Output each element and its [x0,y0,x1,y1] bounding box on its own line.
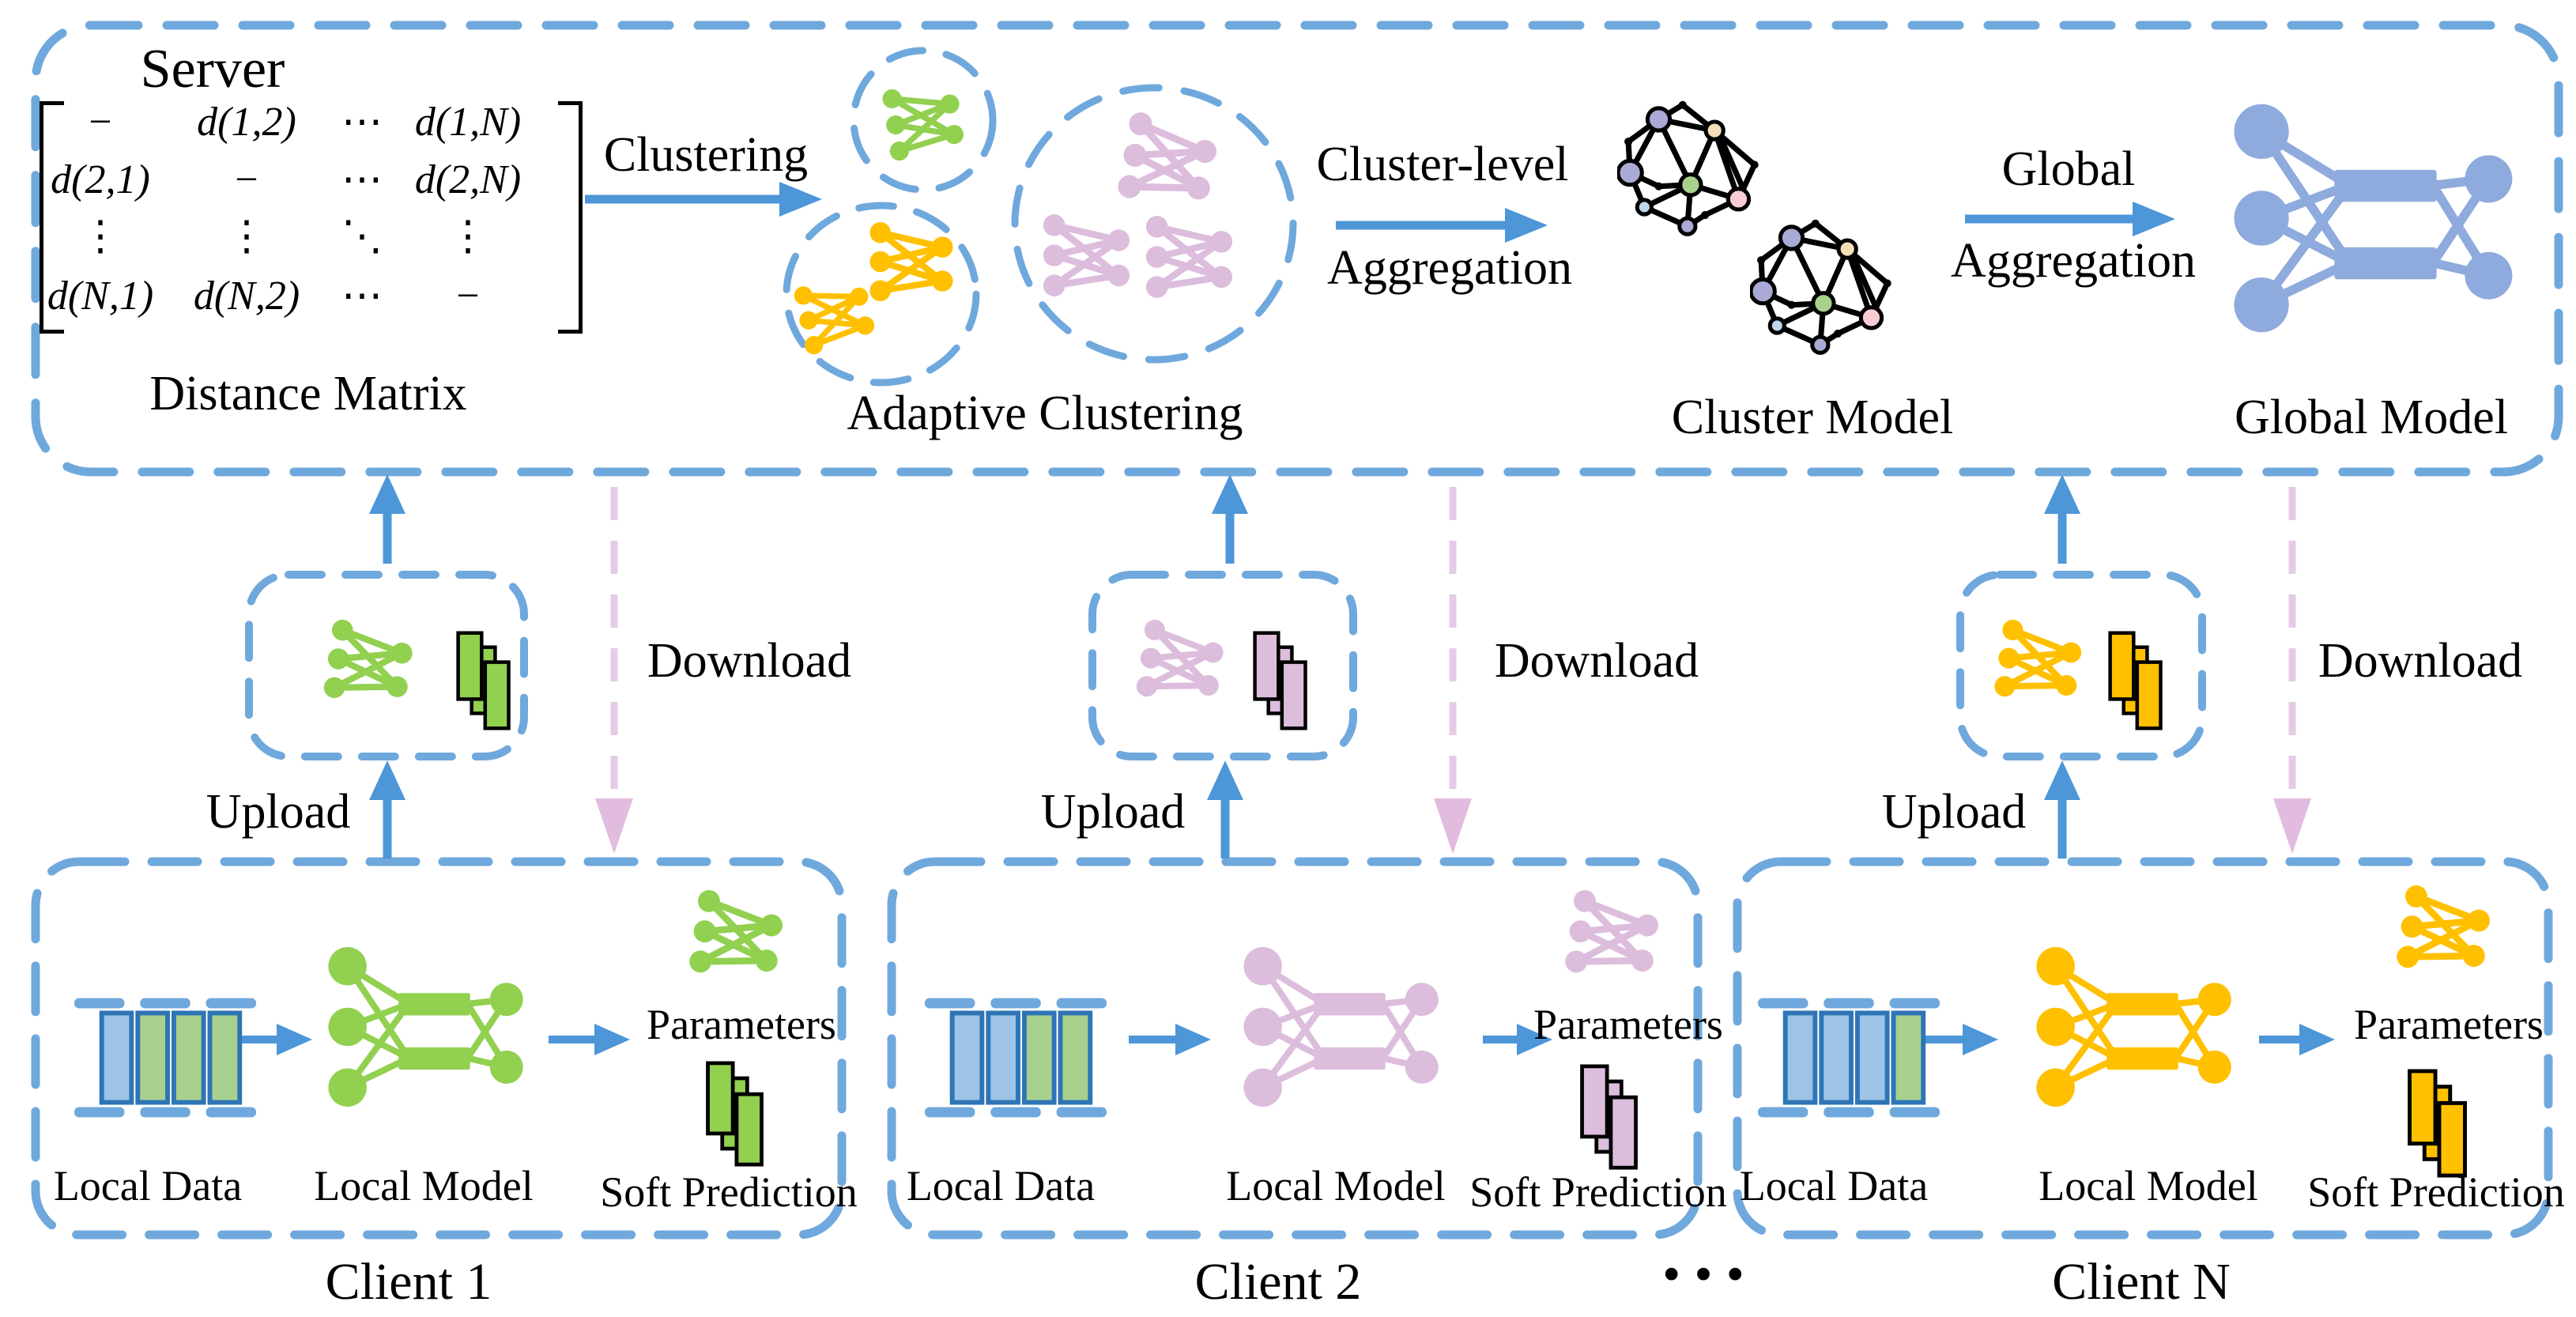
upload2-label: Upload [1040,785,1186,839]
client1-parameters-icon [685,885,790,986]
clientN-soft-prediction-label: Soft Prediction [2307,1168,2565,1216]
clientN-soft-prediction-icon [2406,1069,2469,1178]
matrix-cell: ⋮ [80,214,121,259]
client1-box [31,857,847,1240]
adaptive-clustering-caption: Adaptive Clustering [847,387,1243,440]
matrix-cell: ⋮ [447,214,488,259]
upload-box-1 [245,571,528,760]
client1-soft-prediction-label: Soft Prediction [600,1168,858,1216]
upload-box-3 [1956,571,2206,760]
clientN-parameters-icon [2393,881,2497,981]
matrix-cell: d(1,2) [197,100,296,145]
clientN-local-data-label: Local Data [1739,1162,1929,1209]
matrix-cell: d(2,1) [51,157,150,202]
matrix-cell: ⋮ [226,214,267,259]
client2-local-data-icon [924,998,1107,1118]
cluster-model-caption: Cluster Model [1671,391,1954,444]
matrix-left-bracket [40,101,64,334]
global-model-network-icon [2231,100,2517,337]
upload1-mininet-icon [311,616,428,711]
matrix-cell: d(2,N) [414,157,522,202]
upload-box-2 [1088,571,1357,760]
cluster-aggregation-label-line2: Aggregation [1327,241,1572,295]
clientN-parameters-label: Parameters [2354,1001,2544,1048]
client1-local-model-icon [308,944,544,1110]
client1-caption: Client 1 [325,1253,492,1311]
cluster-graph2-icon [1750,207,1918,364]
client2-box [887,857,1703,1240]
client2-caption: Client 2 [1194,1253,1362,1311]
upload3-stack-icon [2103,631,2169,730]
cluster-mininet-pink3-icon [1143,215,1236,299]
client1-local-data-label: Local Data [53,1162,243,1209]
server-title: Server [140,39,285,100]
cluster-mininet-green-icon [879,78,969,163]
clientN-box [1733,857,2553,1240]
matrix-cell: − [89,100,112,145]
download3-label: Download [2318,634,2523,688]
matrix-cell: ⋯ [341,157,383,202]
global-aggregation-label-line2: Aggregation [1951,234,2196,288]
clientN-local-model-icon [2017,944,2251,1110]
global-model-caption: Global Model [2234,391,2509,444]
matrix-cell: − [456,274,480,319]
matrix-cell: ⋯ [341,100,383,145]
upload2-mininet-icon [1127,617,1236,708]
matrix-cell: d(N,1) [47,274,154,319]
client2-soft-prediction-icon [1579,1064,1639,1170]
client2-parameters-icon [1561,885,1665,986]
matrix-cell: ⋯ [341,274,383,319]
clientN-local-model-label: Local Model [2039,1162,2258,1209]
cluster-circle-yellow [783,202,980,387]
cluster-mininet-pink2-icon [1040,213,1133,297]
distance-matrix-caption: Distance Matrix [149,367,467,421]
clientN-local-data-icon [1757,998,1940,1118]
client2-local-model-label: Local Model [1226,1162,1446,1209]
download1-label: Download [647,634,852,688]
client1-local-model-label: Local Model [314,1162,534,1209]
cluster-mininet-yellow1-icon [866,221,957,302]
client2-local-model-icon [1227,944,1456,1110]
upload2-stack-icon [1247,631,1314,730]
matrix-cell: d(N,2) [193,274,300,319]
upload1-stack-icon [451,631,517,730]
client1-parameters-label: Parameters [647,1001,836,1048]
global-aggregation-label-line1: Global [2001,142,2136,196]
matrix-cell: ⋱ [341,214,383,259]
clustering-label: Clustering [603,128,809,182]
server-box [31,21,2563,477]
matrix-right-bracket [558,101,583,334]
matrix-cell: d(1,N) [414,100,522,145]
upload1-label: Upload [206,785,351,839]
client1-local-data-icon [74,998,257,1118]
cluster-circle-pink [1011,84,1297,364]
cluster-circle-green [850,47,997,194]
client2-soft-prediction-label: Soft Prediction [1469,1168,1727,1216]
matrix-cell: − [235,157,258,202]
client2-parameters-label: Parameters [1533,1001,1723,1048]
client1-soft-prediction-icon [705,1061,765,1167]
client2-local-data-label: Local Data [906,1162,1096,1209]
upload3-mininet-icon [1987,617,2092,708]
upload3-label: Upload [1881,785,2027,839]
clients-ellipsis: ••• [1663,1248,1759,1300]
clientN-caption: Client N [2052,1253,2231,1311]
cluster-aggregation-label-line1: Cluster-level [1316,138,1569,191]
download2-label: Download [1494,634,1699,688]
